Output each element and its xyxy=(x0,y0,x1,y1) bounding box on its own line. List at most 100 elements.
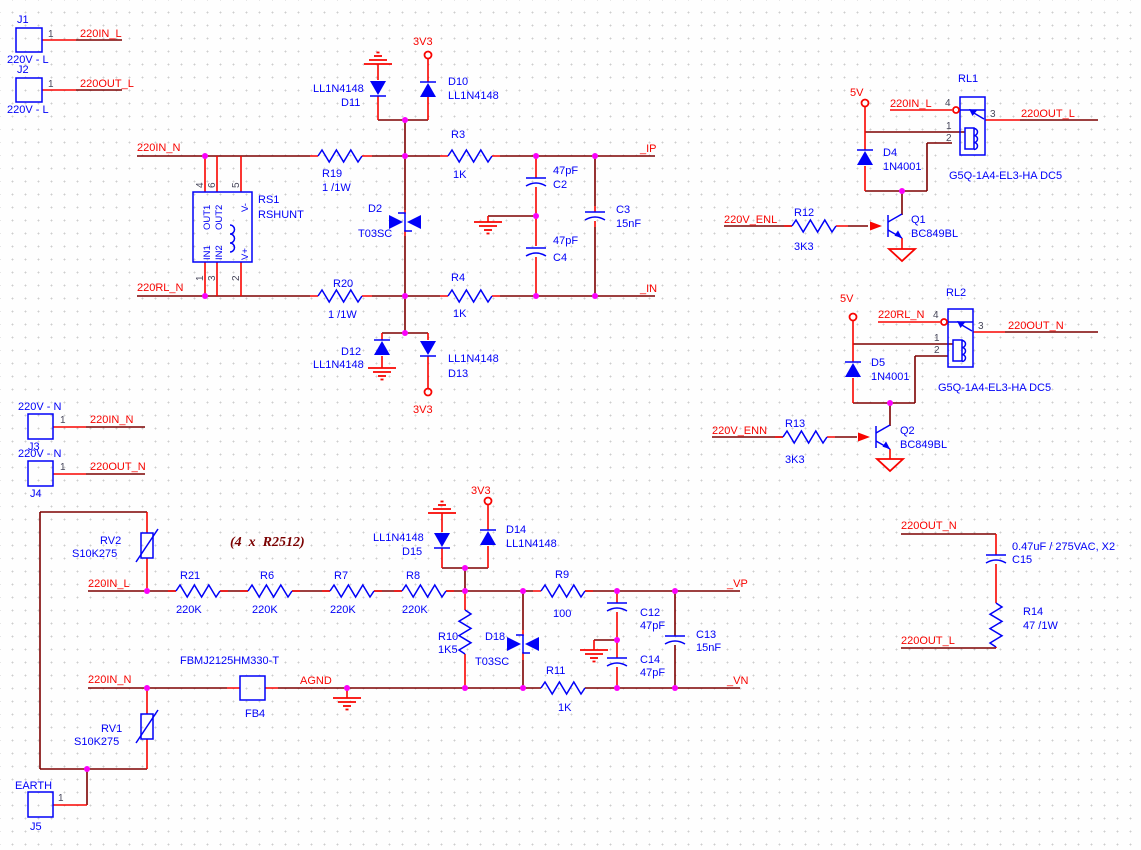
rs1-pin-name-vplus: V+ xyxy=(240,248,251,260)
power-label-3v3-mid: 3V3 xyxy=(413,404,433,416)
j1-value-label: 220V - L xyxy=(7,54,49,66)
junction-dots xyxy=(84,117,905,772)
net-labels: _IP _IN 220V_ENL 220V_ENN 220IN_L 220IN_… xyxy=(88,143,957,687)
ground-icon xyxy=(473,221,503,235)
component-r6[interactable]: R6 220K xyxy=(247,570,293,616)
component-r10[interactable]: R10 1K5 xyxy=(438,609,472,656)
r7-value-label: 220K xyxy=(330,604,356,616)
component-d13[interactable]: LL1N4148 D13 xyxy=(419,340,499,380)
r4-ref-label: R4 xyxy=(451,272,465,284)
component-r7[interactable]: R7 220K xyxy=(329,570,375,616)
component-d18-tvs[interactable]: D18 T03SC xyxy=(475,631,540,668)
r6-value-label: 220K xyxy=(252,604,278,616)
q2-value-label: BC849BL xyxy=(900,439,947,451)
connector-j4[interactable]: 220V - N 1 220OUT_N J4 xyxy=(18,448,146,500)
d11-value-label: LL1N4148 xyxy=(313,83,364,95)
power-pin-icon xyxy=(860,98,870,108)
component-d14[interactable]: D14 LL1N4148 xyxy=(479,524,557,550)
r21-value-label: 220K xyxy=(176,604,202,616)
component-d5[interactable]: D5 1N4001 xyxy=(844,357,910,383)
component-rs1-shunt[interactable]: RS1 RSHUNT OUT1 OUT2 V- IN1 IN2 V+ 4 6 5… xyxy=(192,182,304,281)
j4-pin-number: 1 xyxy=(60,462,66,473)
component-c14[interactable]: C14 47pF xyxy=(606,654,665,679)
connector-j3[interactable]: 220V - N 1 220IN_N J3 xyxy=(18,401,133,453)
d5-value-label: 1N4001 xyxy=(871,371,910,383)
net-label-ip: _IP xyxy=(639,143,657,155)
component-r4[interactable]: R4 1K xyxy=(447,272,493,320)
component-rl1-relay[interactable]: RL1 G5Q-1A4-EL3-HA DC5 4 3 1 2 220IN_L 2… xyxy=(890,73,1075,182)
component-fb4-ferrite-bead[interactable]: FBMJ2125HM330-T FB4 xyxy=(180,655,279,720)
c13-value-label: 15nF xyxy=(696,642,721,654)
net-label-220in-n-bottom: 220IN_N xyxy=(88,674,131,686)
component-d2-tvs[interactable]: D2 T03SC xyxy=(358,203,422,240)
component-r8[interactable]: R8 220K xyxy=(401,570,447,616)
r10-ref-label: R10 xyxy=(438,631,458,643)
connector-j5[interactable]: EARTH 1 J5 xyxy=(15,780,64,833)
connector-j1[interactable]: J1 1 220IN_L 220V - L xyxy=(7,14,122,66)
component-q1[interactable]: Q1 BC849BL xyxy=(870,213,958,240)
j5-value-label: EARTH xyxy=(15,780,52,792)
component-d12[interactable]: D12 LL1N4148 xyxy=(313,339,391,371)
j2-ref-label: J2 xyxy=(17,64,29,76)
rs1-pin-name-out2: OUT2 xyxy=(214,205,225,230)
c4-value-label: 47pF xyxy=(553,235,578,247)
r14-ref-label: R14 xyxy=(1023,606,1043,618)
net-label-220v-enn: 220V_ENN xyxy=(712,425,767,437)
d11-ref-label: D11 xyxy=(341,97,360,109)
j5-ref-label: J5 xyxy=(30,821,42,833)
rv2-ref-label: RV2 xyxy=(100,535,121,547)
component-r11[interactable]: R11 1K xyxy=(540,665,586,714)
r3-value-label: 1K xyxy=(453,169,467,181)
c14-value-label: 47pF xyxy=(640,667,665,679)
analog-ground-icon xyxy=(888,248,916,262)
component-q2[interactable]: Q2 BC849BL xyxy=(858,424,947,451)
r20-value-label: 1 /1W xyxy=(328,309,357,321)
j4-value-label: 220V - N xyxy=(18,448,61,460)
component-c4[interactable]: 47pF C4 xyxy=(525,235,578,264)
component-c13[interactable]: C13 15nF xyxy=(664,629,721,654)
rs1-pin-name-vminus: V- xyxy=(240,203,251,212)
component-r20[interactable]: R20 1 /1W xyxy=(317,278,363,321)
ground-icon xyxy=(579,649,609,663)
component-c3[interactable]: C3 15nF xyxy=(584,204,641,230)
component-r3[interactable]: R3 1K xyxy=(447,129,493,181)
component-c2[interactable]: 47pF C2 xyxy=(525,165,578,191)
r3-ref-label: R3 xyxy=(451,129,465,141)
j3-ref-label: J3 xyxy=(28,441,40,453)
component-c12[interactable]: C12 47pF xyxy=(606,602,665,632)
component-d4[interactable]: D4 1N4001 xyxy=(856,147,922,173)
rl2-pin-number-4: 4 xyxy=(933,310,939,321)
r10-value-label: 1K5 xyxy=(438,644,458,656)
component-rl2-relay[interactable]: RL2 G5Q-1A4-EL3-HA DC5 4 3 1 2 220RL_N 2… xyxy=(878,287,1064,394)
component-r14[interactable]: R14 47 /1W xyxy=(989,602,1058,648)
net-label-220in-n-top: 220IN_N xyxy=(137,142,180,154)
component-r19[interactable]: R19 1 /1W xyxy=(317,149,363,194)
net-label-220in-n: 220IN_N xyxy=(90,414,133,426)
d14-ref-label: D14 xyxy=(506,524,526,536)
net-label-220out-l: 220OUT_L xyxy=(80,78,134,90)
net-label-vp: _VP xyxy=(726,578,748,590)
d10-ref-label: D10 xyxy=(448,76,468,88)
rv1-ref-label: RV1 xyxy=(101,723,122,735)
component-d10[interactable]: D10 LL1N4148 xyxy=(419,76,499,102)
component-r13[interactable]: R13 3K3 xyxy=(782,418,828,466)
component-c15[interactable]: 0.47uF / 275VAC, X2 C15 xyxy=(985,541,1115,566)
r13-ref-label: R13 xyxy=(785,418,805,430)
component-r12[interactable]: R12 3K3 xyxy=(791,207,837,253)
rs1-pin-number-1: 1 xyxy=(195,275,206,281)
component-r9[interactable]: R9 100 xyxy=(540,569,586,620)
net-label-220rl-n: 220RL_N xyxy=(137,282,184,294)
wire-segments-red-pin-stubs[interactable] xyxy=(42,39,1020,806)
component-r21[interactable]: R21 220K xyxy=(175,570,221,616)
component-rv1[interactable]: RV1 S10K275 xyxy=(74,709,159,748)
power-pin-icon xyxy=(423,50,433,60)
component-d11[interactable]: LL1N4148 D11 xyxy=(313,80,387,109)
j1-pin-number: 1 xyxy=(48,29,54,40)
d10-value-label: LL1N4148 xyxy=(448,90,499,102)
connector-j2[interactable]: J2 1 220OUT_L 220V - L xyxy=(7,64,134,116)
component-d15[interactable]: LL1N4148 D15 xyxy=(373,532,451,558)
c3-ref-label: C3 xyxy=(616,204,630,216)
j4-ref-label: J4 xyxy=(30,488,42,500)
component-rv2[interactable]: RV2 S10K275 xyxy=(72,528,159,563)
